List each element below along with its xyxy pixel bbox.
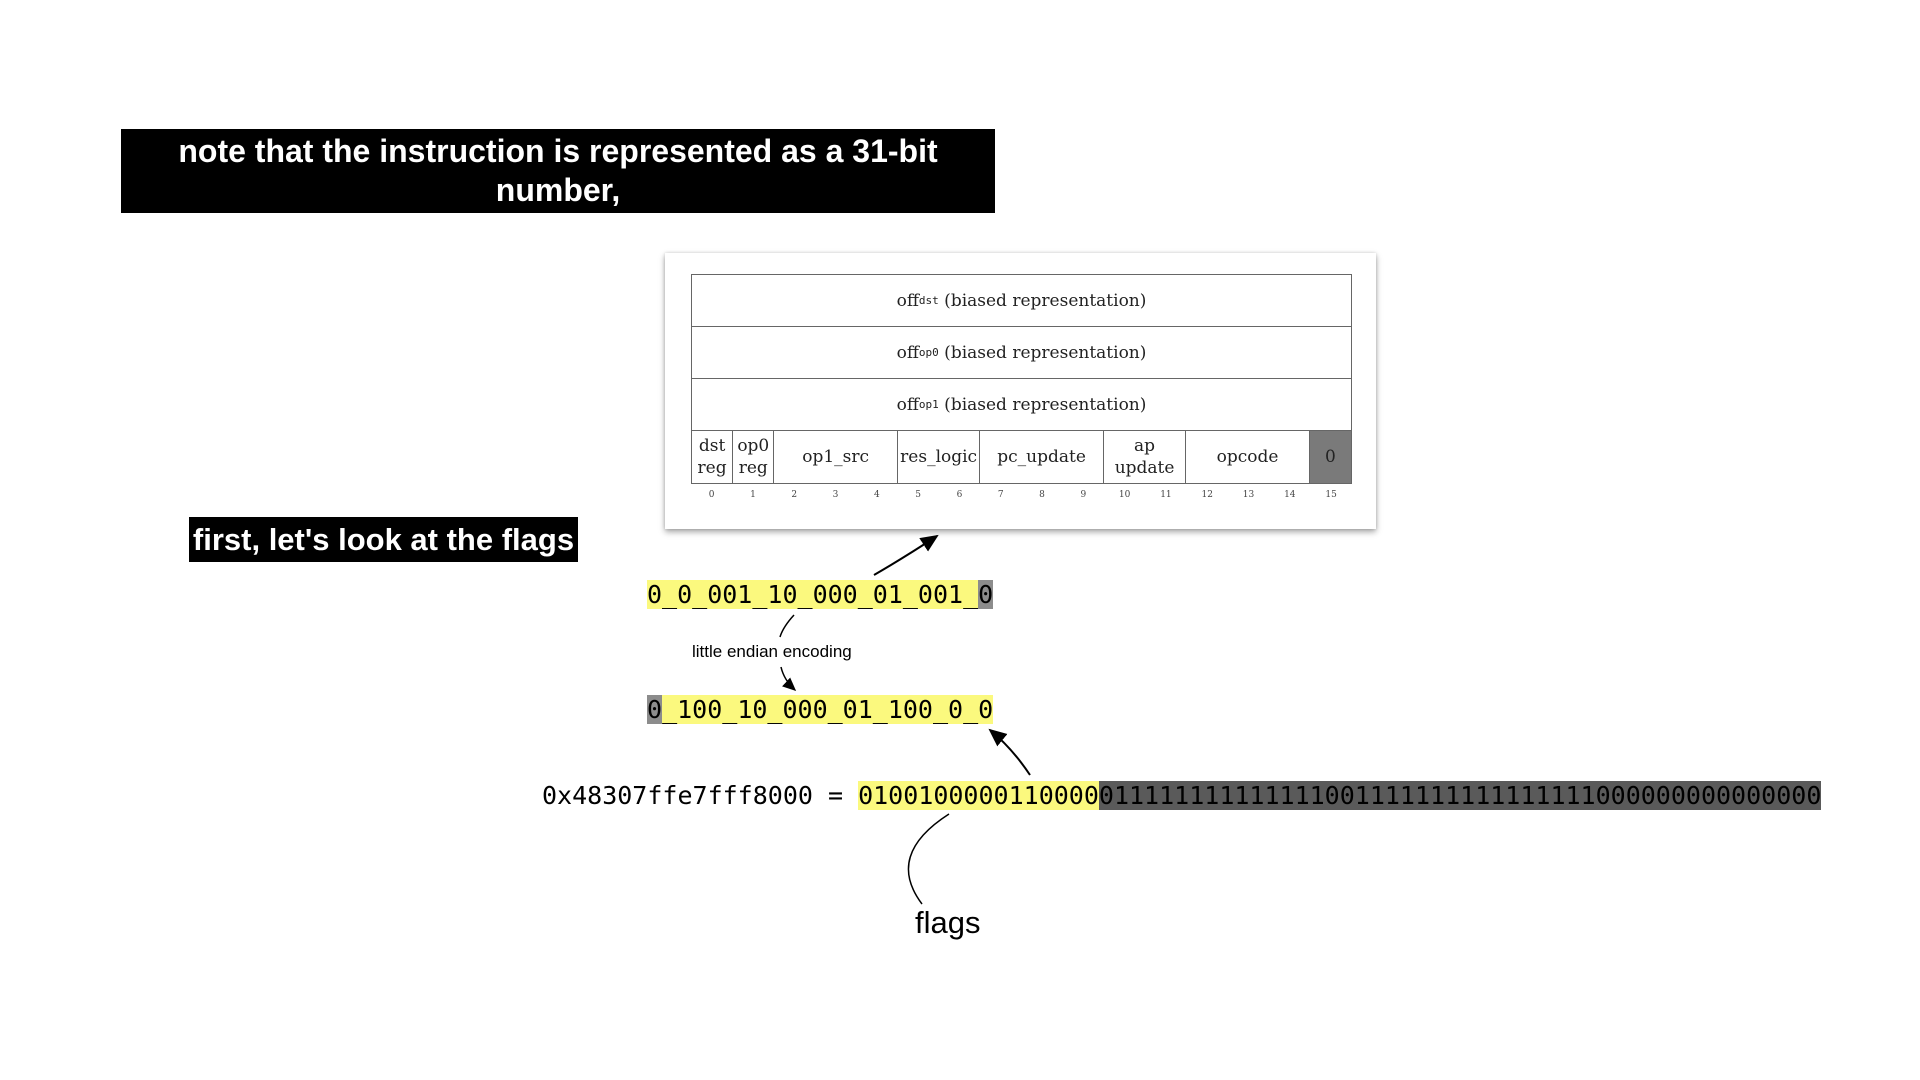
note-caption: note that the instruction is represented…: [121, 129, 995, 247]
bit-index: 7: [997, 490, 1004, 500]
row-subscript: op1: [918, 398, 939, 411]
flags-bits: _100_10_000_01_100_0_0: [662, 695, 994, 724]
bit-index: 0: [708, 490, 715, 500]
row-text: (biased representation): [938, 290, 1147, 311]
bit-index: 3: [832, 490, 839, 500]
arrow-to-little-endian: [988, 728, 1031, 776]
field-label-line2: reg: [738, 458, 768, 478]
row-text: (biased representation): [938, 342, 1147, 363]
field-label: 0: [1324, 447, 1336, 467]
fixed-zero-bit: 0: [978, 580, 994, 609]
field-label: dst: [698, 436, 726, 456]
field-label-line2: update: [1114, 458, 1175, 478]
arrow-to-table: [873, 534, 939, 576]
hex-value: 0x48307ffe7fff8000 =: [542, 781, 859, 810]
bit-index: 13: [1242, 490, 1255, 500]
flag-bits-highlight: 0100100000110000: [858, 781, 1099, 810]
bit-index: 15: [1325, 490, 1337, 500]
bit-index: 11: [1160, 490, 1172, 500]
bit-index: 5: [915, 490, 921, 500]
bit-index: 8: [1039, 490, 1045, 500]
field-label: res_logic: [900, 447, 978, 467]
bit-index: 12: [1201, 490, 1213, 500]
field-label-line2: reg: [697, 458, 727, 478]
flags-label: flags: [915, 905, 981, 940]
row-label: off: [896, 290, 919, 311]
field-label: pc_update: [997, 447, 1086, 467]
other-bits: 0111111111111110011111111111111110000000…: [1098, 781, 1822, 810]
field-label: ap: [1134, 436, 1156, 456]
bit-index: 14: [1284, 490, 1296, 500]
bit-index: 9: [1080, 490, 1087, 500]
arrow-encoding-top: [779, 614, 795, 638]
arrow-encoding-bottom: [780, 666, 797, 692]
bit-index: 10: [1118, 490, 1131, 500]
field-label: opcode: [1216, 447, 1279, 467]
bit-index: 6: [956, 490, 963, 500]
row-subscript: dst: [918, 294, 939, 307]
encoding-label: little endian encoding: [692, 642, 852, 661]
field-res-logic: res_logic: [898, 431, 981, 483]
note-line-2: encoded in little endian: [380, 211, 736, 247]
hex-binary-line: 0x48307ffe7fff8000 = 0100100000110000011…: [542, 781, 1822, 811]
bit-index: 4: [873, 490, 880, 500]
note-line-1: note that the instruction is represented…: [178, 133, 938, 208]
row-text: (biased representation): [938, 394, 1147, 415]
flags-big-endian: 0_0_001_10_000_01_001_0: [647, 580, 994, 610]
field-pc-update: pc_update: [980, 431, 1104, 483]
field-label: op0: [737, 436, 770, 456]
field-label: op1_src: [802, 447, 870, 467]
field-0: 0: [1309, 431, 1351, 483]
flags-little-endian: 0_100_10_000_01_100_0_0: [647, 695, 994, 725]
flags-intro-caption: first, let's look at the flags: [189, 517, 578, 562]
row-label: off: [896, 394, 919, 415]
fixed-zero-bit: 0: [647, 695, 663, 724]
row-subscript: op0: [918, 346, 939, 359]
field-op1-src: op1_src: [774, 431, 898, 483]
row-label: off: [896, 342, 919, 363]
bit-index: 1: [750, 490, 756, 500]
flags-bits: 0_0_001_10_000_01_001_: [647, 580, 979, 609]
bit-index: 2: [791, 490, 798, 500]
flags-pointer-curve: [907, 813, 950, 905]
field-opcode: opcode: [1186, 431, 1310, 483]
